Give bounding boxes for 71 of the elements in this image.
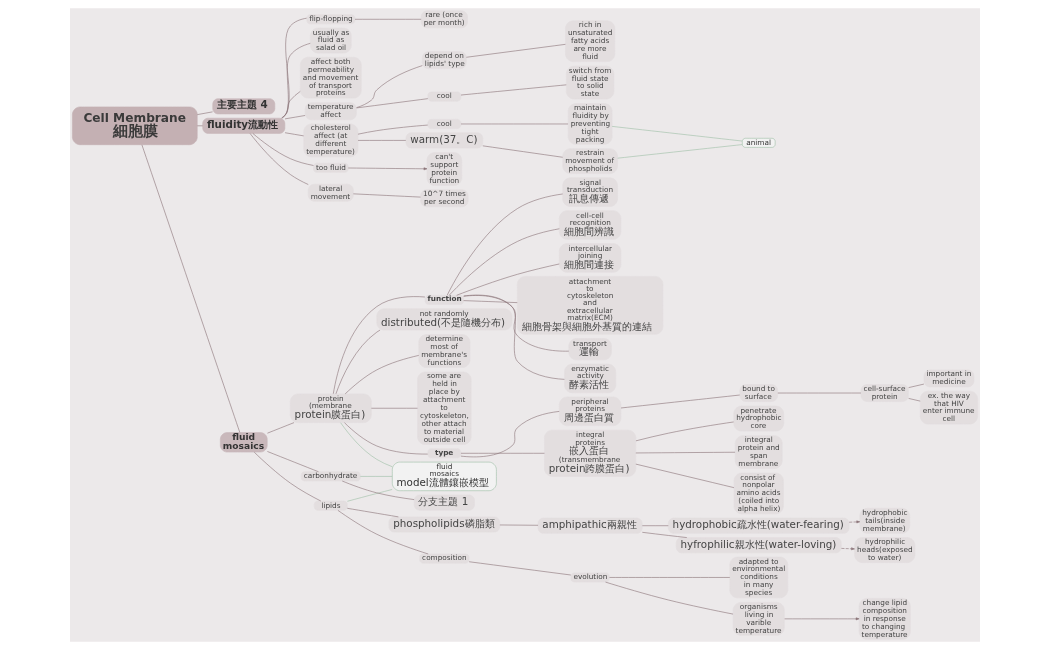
connector — [371, 407, 418, 409]
connector — [611, 126, 743, 142]
connector — [353, 193, 421, 198]
connector — [463, 300, 518, 303]
connector — [908, 383, 925, 388]
connector — [347, 489, 393, 502]
connector — [456, 263, 560, 296]
connector — [463, 295, 570, 352]
connector — [281, 91, 301, 119]
connector — [267, 451, 319, 473]
connector — [356, 98, 429, 109]
connector — [609, 577, 731, 578]
connector — [777, 392, 862, 394]
node-box: amphipathic兩親性 — [537, 517, 643, 534]
connector — [360, 476, 393, 477]
connector — [141, 144, 241, 433]
connector — [635, 463, 735, 488]
connector — [197, 125, 203, 127]
connector — [641, 532, 688, 538]
connector — [642, 525, 669, 527]
connector — [281, 43, 311, 119]
connector — [468, 561, 572, 576]
arrow — [347, 167, 428, 171]
connector — [605, 581, 734, 615]
connector — [333, 296, 426, 395]
connector — [357, 140, 407, 141]
connector — [448, 228, 560, 296]
connector — [347, 508, 399, 518]
connector — [356, 65, 423, 108]
connector — [460, 123, 569, 125]
connector — [446, 193, 563, 296]
arrow — [841, 547, 855, 551]
connector — [354, 18, 422, 20]
connector — [249, 133, 309, 185]
connector — [357, 124, 428, 135]
connector — [337, 510, 429, 555]
node-box: 主要主題 4 — [212, 98, 276, 115]
node-box: hydrophobic疏水性(water-fearing) — [668, 517, 850, 534]
connector — [267, 422, 295, 434]
connector — [284, 115, 306, 120]
connector — [463, 294, 565, 380]
node-box: 分支主題 1 — [413, 494, 475, 511]
connector — [635, 451, 736, 454]
connector — [460, 452, 545, 454]
node-box: Cell Membrane 細胞膜 — [72, 106, 198, 145]
connector — [482, 145, 563, 158]
connector — [340, 422, 393, 467]
connector — [460, 84, 567, 96]
node-box: warm(37。C) — [405, 132, 483, 149]
connector — [635, 421, 734, 442]
connector — [499, 524, 539, 526]
connector — [466, 44, 566, 58]
connector — [282, 17, 307, 119]
node-box: fluidity流動性 — [202, 117, 286, 134]
connector — [344, 355, 420, 395]
node-box: fluid mosaics — [220, 432, 268, 453]
arrow — [848, 520, 861, 524]
node-box: hyfrophilic親水性(water-loving) — [675, 537, 842, 554]
connector — [197, 111, 213, 115]
connector — [341, 480, 415, 500]
node-box: phospholipids磷脂類 — [388, 516, 501, 533]
connector — [460, 411, 560, 458]
connector — [620, 394, 740, 409]
connector — [252, 133, 314, 166]
connector — [253, 451, 322, 502]
arrow — [784, 617, 860, 621]
connector — [617, 144, 743, 159]
connector — [344, 422, 428, 455]
connector — [908, 398, 921, 402]
connector — [335, 329, 381, 395]
connector — [284, 132, 304, 137]
